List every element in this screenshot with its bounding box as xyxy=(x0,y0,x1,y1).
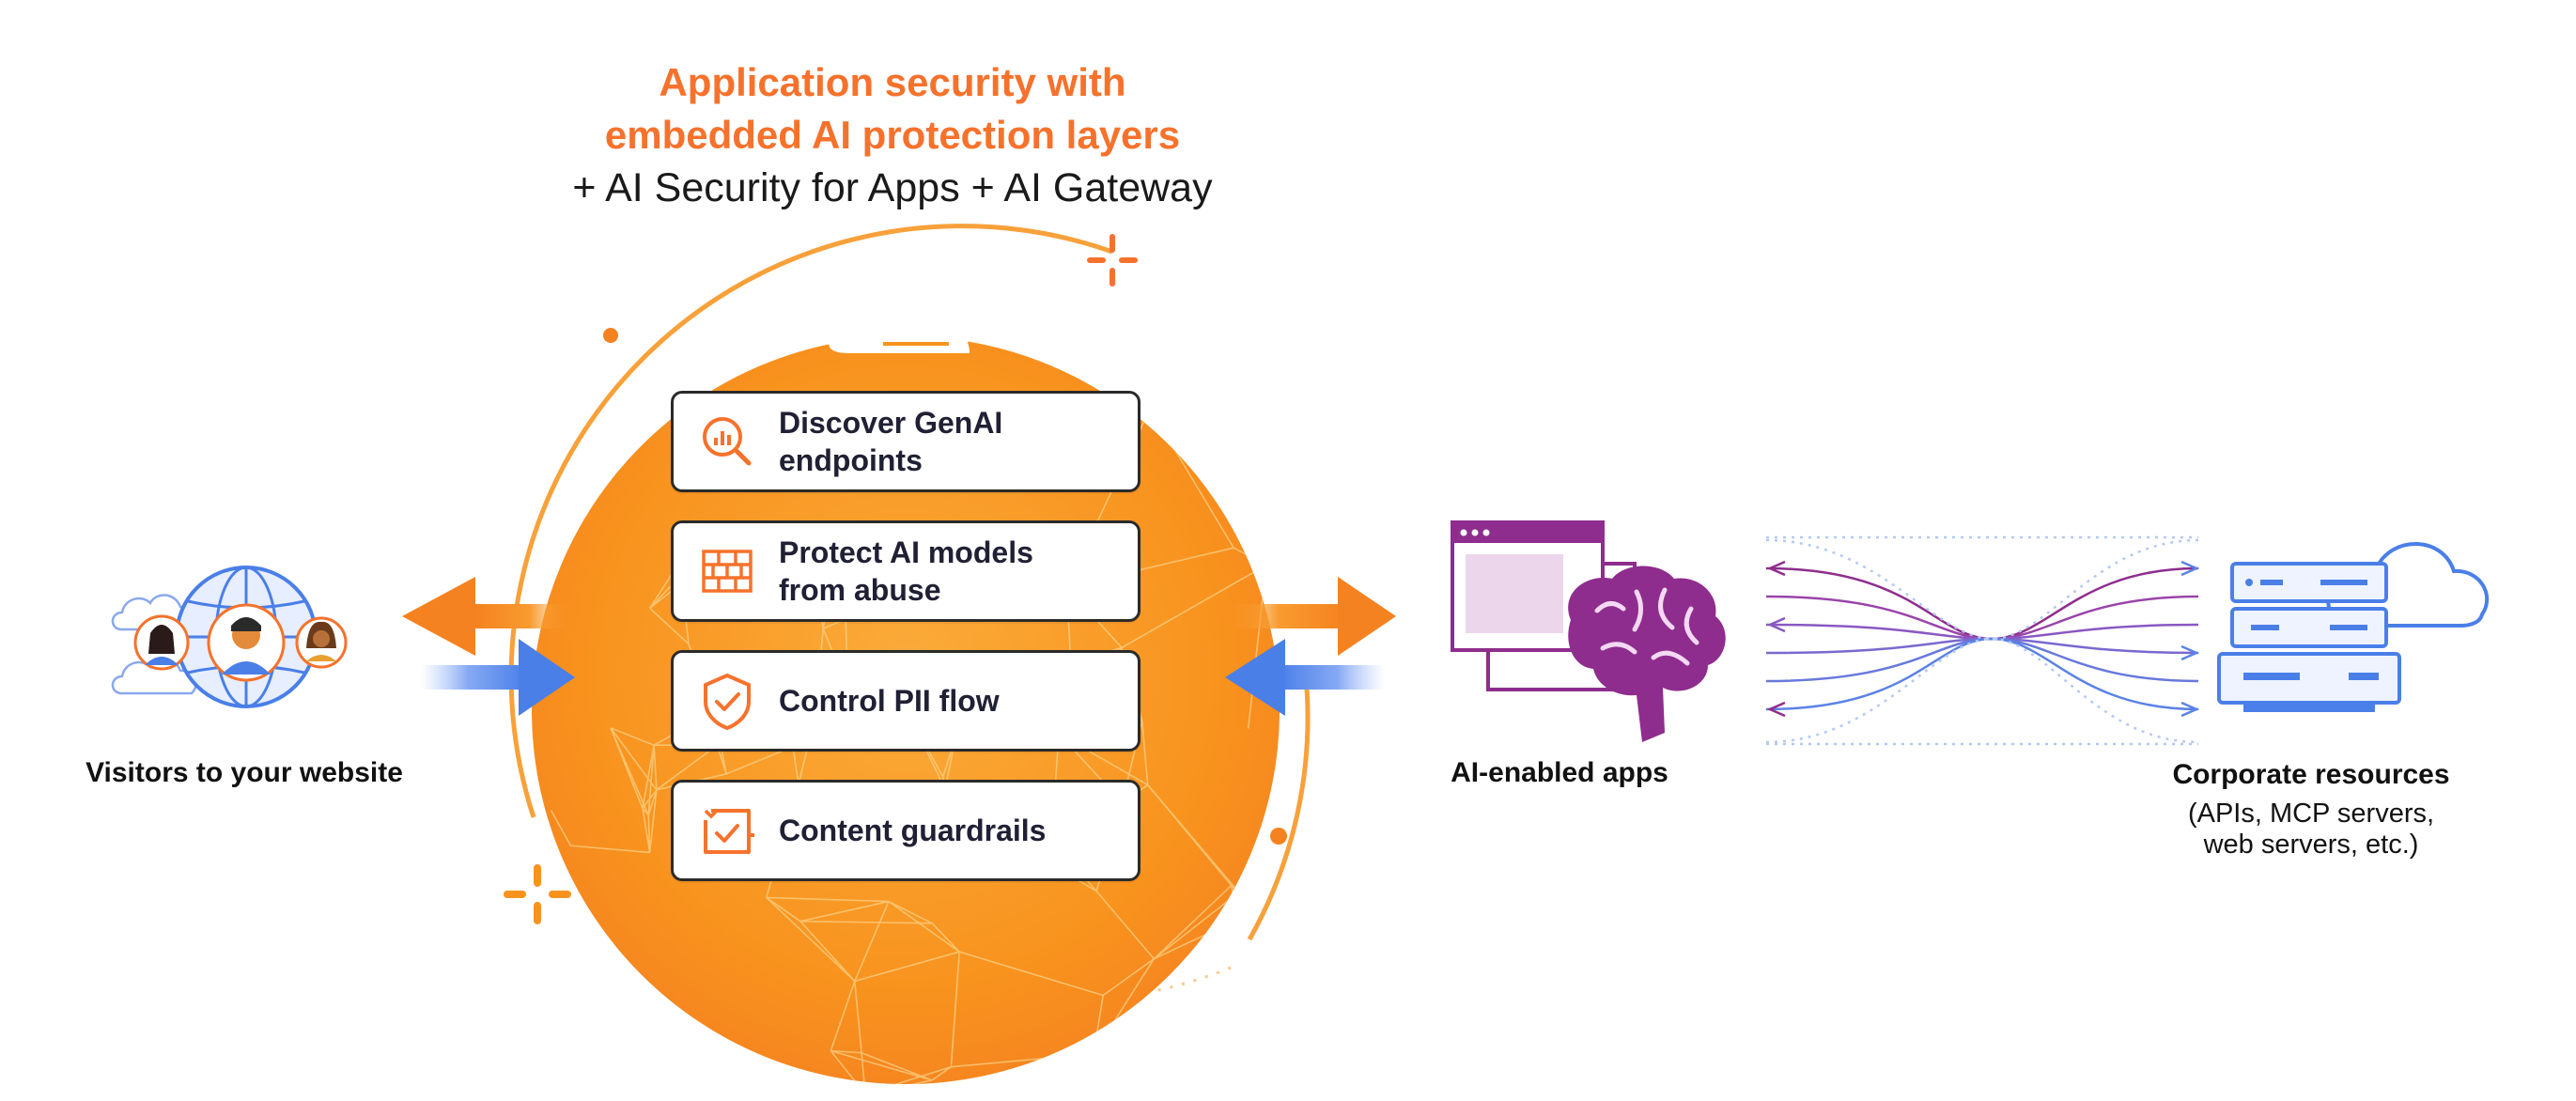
mesh-line xyxy=(931,923,960,953)
mesh-line xyxy=(931,1066,952,1081)
mesh-line xyxy=(610,727,655,746)
globe-users-icon xyxy=(111,566,348,708)
arrow-to-visitors xyxy=(402,577,566,656)
arrow-from-visitors xyxy=(421,639,575,716)
mesh-line xyxy=(570,845,650,854)
mesh-line xyxy=(854,901,890,982)
content-check-icon xyxy=(704,809,754,854)
subtitle-line: + AI Security for Apps + AI Gateway xyxy=(572,165,1213,210)
corporate-label: Corporate resources xyxy=(2172,759,2450,790)
mesh-line xyxy=(647,745,655,815)
mesh-line xyxy=(853,981,862,1053)
mesh-line xyxy=(1153,892,1240,960)
mesh-line xyxy=(830,1050,866,1084)
mesh-line xyxy=(799,921,856,982)
title-block: Application security with embedded AI pr… xyxy=(507,56,1278,214)
mesh-line xyxy=(642,808,651,853)
mesh-line xyxy=(888,900,933,924)
mesh-line xyxy=(950,952,961,1067)
mesh-line xyxy=(649,607,690,645)
mesh-line xyxy=(830,1049,933,1081)
mesh-line xyxy=(1102,958,1155,997)
feature-label-line: Content guardrails xyxy=(779,814,1047,847)
mesh-line xyxy=(766,896,801,923)
visitors-label: Visitors to your website xyxy=(85,757,403,788)
apps-label: AI-enabled apps xyxy=(1451,757,1668,788)
firewall-icon xyxy=(702,550,753,593)
mesh-line xyxy=(799,900,890,923)
feature-discover-genai: Discover GenAI endpoints xyxy=(671,391,1141,492)
feature-label-line: from abuse xyxy=(779,573,941,607)
feature-label-line: Protect AI models xyxy=(779,535,1033,569)
mesh-line xyxy=(550,810,572,846)
mesh-line xyxy=(642,807,649,816)
arrow-to-apps xyxy=(1234,577,1396,656)
feature-label: Discover GenAI endpoints xyxy=(779,404,1117,479)
feature-protect-models: Protect AI models from abuse xyxy=(671,520,1141,622)
corporate-sublabel-line: (APIs, MCP servers, xyxy=(2187,799,2435,829)
mesh-line xyxy=(830,981,856,1051)
cloudflare-logo-icon xyxy=(829,294,970,353)
mesh-line xyxy=(653,745,658,790)
mesh-line xyxy=(1095,891,1155,960)
feature-control-pii: Control PII flow xyxy=(671,650,1141,752)
mesh-line xyxy=(647,789,658,816)
mesh-line xyxy=(766,896,856,983)
feature-label: Protect AI models from abuse xyxy=(779,534,1117,609)
brain-app-icon xyxy=(1451,520,1726,742)
feature-label-line: Discover GenAI xyxy=(779,406,1003,440)
mesh-line xyxy=(648,789,658,853)
arrow-from-apps xyxy=(1225,639,1385,716)
sparkle-icon xyxy=(1087,234,1138,287)
mesh-line xyxy=(861,1051,933,1081)
mesh-line xyxy=(647,814,651,853)
mesh-line xyxy=(861,1052,866,1084)
mesh-line xyxy=(642,745,655,809)
feature-content-guardrails: Content guardrails xyxy=(671,780,1141,881)
mesh-line xyxy=(864,1065,952,1084)
mesh-line xyxy=(610,727,658,791)
mesh-line xyxy=(864,1079,933,1084)
shield-check-icon xyxy=(704,673,751,731)
mesh-line xyxy=(656,744,718,791)
connection-lines xyxy=(1765,535,2200,746)
mesh-line xyxy=(1147,784,1240,893)
mesh-line xyxy=(854,951,960,983)
title-line-1: Application security with xyxy=(659,60,1126,104)
feature-label: Control PII flow xyxy=(779,682,1117,720)
mesh-line xyxy=(888,900,960,953)
feature-label-line: endpoints xyxy=(779,443,923,477)
server-cloud-icon xyxy=(2217,542,2489,712)
search-analytics-icon xyxy=(703,417,752,466)
mesh-line xyxy=(830,1049,862,1054)
mesh-line xyxy=(958,951,1104,997)
mesh-line xyxy=(1230,885,1239,920)
corporate-sublabel: (APIs, MCP servers, web servers, etc.) xyxy=(2151,799,2471,861)
title-line-2: embedded AI protection layers xyxy=(604,113,1181,157)
mesh-line xyxy=(1121,564,1267,649)
feature-label-line: Control PII flow xyxy=(779,684,1000,718)
mesh-line xyxy=(1153,884,1233,960)
mesh-line xyxy=(766,896,889,903)
mesh-line xyxy=(799,920,933,924)
feature-label: Content guardrails xyxy=(779,812,1117,849)
sparkle-icon xyxy=(504,864,571,924)
mesh-line xyxy=(1236,892,1240,920)
mesh-line xyxy=(792,746,799,785)
corporate-sublabel-line: web servers, etc.) xyxy=(2203,830,2419,860)
mesh-line xyxy=(1141,721,1149,785)
mesh-line xyxy=(610,727,649,816)
